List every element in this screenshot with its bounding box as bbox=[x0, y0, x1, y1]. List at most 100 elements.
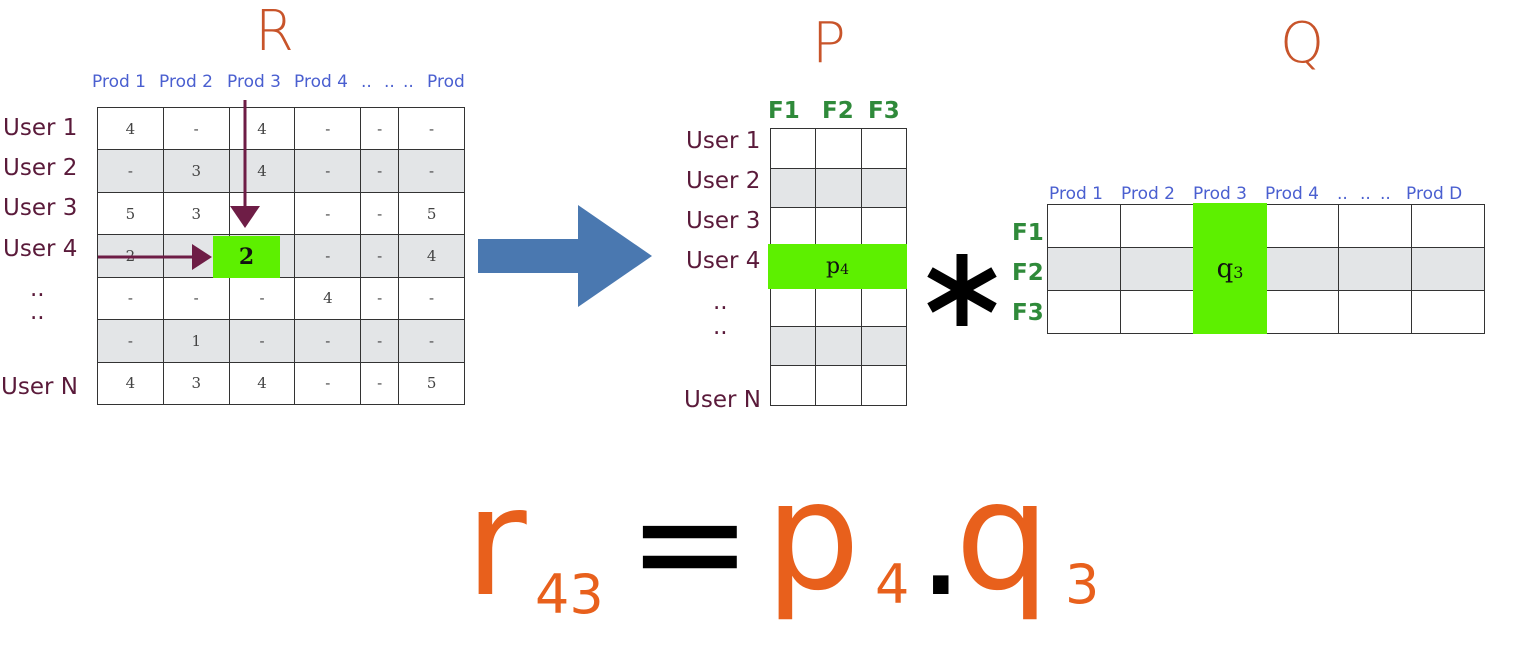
q-cell bbox=[1047, 247, 1121, 291]
r-col-header: .. bbox=[361, 72, 372, 92]
q-cell bbox=[1338, 290, 1413, 334]
p-row-label: User 4 bbox=[686, 248, 761, 274]
formula-dot: . bbox=[917, 456, 965, 630]
p-cell bbox=[769, 128, 817, 169]
r-cell: 5 bbox=[398, 361, 465, 406]
r-col-header: Prod 2 bbox=[159, 72, 213, 92]
q-cell bbox=[1338, 204, 1413, 248]
q-col-header: Prod 1 bbox=[1049, 184, 1103, 204]
multiply-asterisk-icon bbox=[927, 254, 997, 326]
r-col-header: Prod 4 bbox=[294, 72, 348, 92]
p-cell bbox=[815, 128, 862, 169]
p-cell bbox=[769, 207, 817, 248]
q-col-header: .. bbox=[1337, 184, 1348, 204]
formula-q: q bbox=[955, 450, 1051, 624]
formula: r 43 = p 4 . q 3 bbox=[465, 456, 1125, 638]
q-factor-label: F1 bbox=[1012, 220, 1044, 246]
q-col-header: Prod 2 bbox=[1121, 184, 1175, 204]
pointer-arrows-icon bbox=[98, 100, 260, 270]
q-cell bbox=[1265, 247, 1340, 291]
r-cell: 1 bbox=[162, 319, 230, 363]
r-cell: - bbox=[228, 319, 296, 363]
q-cell bbox=[1265, 290, 1340, 334]
p-cell bbox=[769, 325, 817, 367]
formula-p-sub: 4 bbox=[875, 553, 910, 616]
p-cell bbox=[815, 167, 862, 209]
transform-arrow-icon bbox=[478, 205, 652, 307]
r-col-header: Prod 1 bbox=[92, 72, 146, 92]
r-cell: 5 bbox=[398, 191, 465, 236]
r-cell: - bbox=[294, 106, 362, 151]
formula-equals: = bbox=[627, 456, 753, 630]
r-cell: 3 bbox=[162, 361, 230, 406]
p-cell bbox=[860, 325, 908, 367]
r-cell: 4 bbox=[97, 361, 164, 406]
r-cell: 4 bbox=[97, 106, 164, 151]
p-cell bbox=[769, 286, 817, 327]
r-cell: - bbox=[398, 319, 465, 363]
p-cell bbox=[860, 365, 908, 406]
r-cell: - bbox=[360, 276, 400, 321]
formula-q-sub: 3 bbox=[1065, 553, 1100, 616]
r-col-header: Prod bbox=[427, 72, 465, 92]
q-col-header: Prod D bbox=[1406, 184, 1463, 204]
q-col-header: .. bbox=[1360, 184, 1371, 204]
r-cell: - bbox=[360, 106, 400, 151]
p-cell bbox=[769, 365, 817, 406]
r-row-label: User 3 bbox=[3, 195, 78, 221]
r-row-label: User 2 bbox=[3, 155, 78, 181]
r-row-label: .. bbox=[30, 299, 45, 325]
r-cell: - bbox=[398, 276, 465, 321]
r-cell: 4 bbox=[294, 276, 362, 321]
r-col-header: .. bbox=[403, 72, 414, 92]
r-cell: 4 bbox=[398, 234, 465, 278]
p-cell bbox=[815, 207, 862, 248]
r-cell: - bbox=[360, 149, 400, 193]
r-cell: - bbox=[294, 234, 362, 278]
r-col-header: .. bbox=[384, 72, 395, 92]
r-cell: 3 bbox=[162, 191, 230, 236]
r-cell: - bbox=[360, 234, 400, 278]
q-cell bbox=[1047, 290, 1121, 334]
r-cell: - bbox=[294, 361, 362, 406]
r-cell: - bbox=[97, 319, 164, 363]
q-matrix-title: Q bbox=[1280, 11, 1325, 76]
r-matrix-title: R bbox=[255, 0, 294, 64]
p-row-label: User N bbox=[684, 387, 761, 413]
q-factor-label: F2 bbox=[1012, 260, 1044, 286]
r-cell: - bbox=[294, 319, 362, 363]
p-cell bbox=[860, 128, 908, 169]
p-cell bbox=[860, 207, 908, 248]
q-highlight-sub: 3 bbox=[1233, 263, 1244, 282]
p-cell bbox=[815, 325, 862, 367]
p-cell bbox=[860, 286, 908, 327]
p-cell bbox=[815, 365, 862, 406]
r-row-label: User N bbox=[1, 374, 78, 400]
p-row-label: User 2 bbox=[686, 168, 761, 194]
formula-r: r bbox=[465, 456, 527, 630]
r-col-header: Prod 3 bbox=[227, 72, 281, 92]
r-row-label: .. bbox=[30, 276, 45, 302]
p-factor-header: F1 bbox=[768, 98, 800, 124]
q-cell bbox=[1411, 290, 1485, 334]
q-highlight-label: q bbox=[1216, 253, 1234, 284]
p-row-label: .. bbox=[713, 314, 728, 340]
q-cell bbox=[1265, 204, 1340, 248]
p-cell bbox=[815, 286, 862, 327]
q-cell bbox=[1119, 290, 1194, 334]
r-cell: - bbox=[162, 106, 230, 151]
r-cell: - bbox=[294, 191, 362, 236]
p-row-label: .. bbox=[713, 289, 728, 315]
q-cell bbox=[1411, 204, 1485, 248]
q-cell bbox=[1047, 204, 1121, 248]
formula-r-sub: 43 bbox=[535, 563, 604, 626]
r-cell: 5 bbox=[97, 191, 164, 236]
r-cell: - bbox=[360, 191, 400, 236]
r-cell: - bbox=[398, 106, 465, 151]
formula-p: p bbox=[765, 450, 861, 624]
p-highlight-label: p bbox=[825, 254, 841, 279]
p-cell bbox=[769, 167, 817, 209]
r-cell: - bbox=[294, 149, 362, 193]
q-cell bbox=[1338, 247, 1413, 291]
